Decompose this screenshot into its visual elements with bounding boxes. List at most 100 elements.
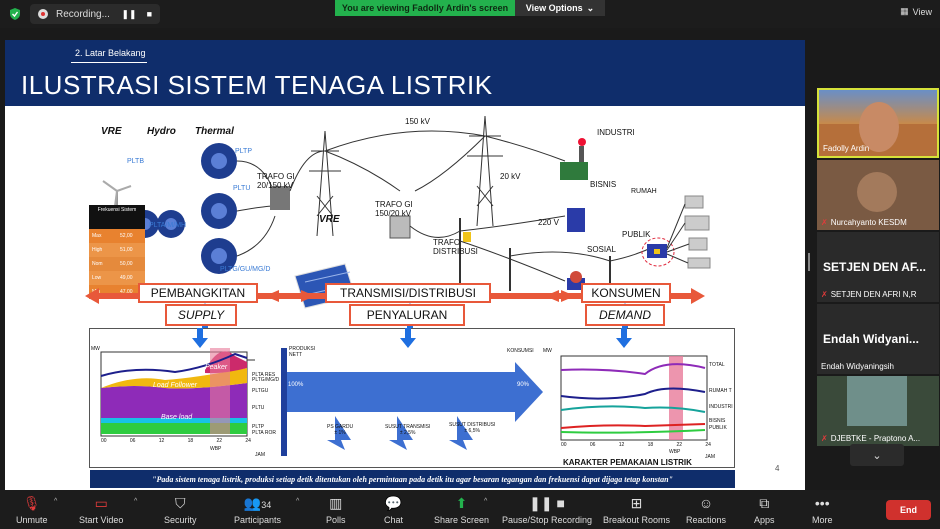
frequency-table-header: Frekuensi Sistem (89, 205, 145, 229)
transmisi-box: TRANSMISI/DISTRIBUSI (325, 283, 491, 303)
thermal-label: Thermal (195, 126, 234, 137)
top-bar: Recording... ❚❚ ■ You are viewing Fadoll… (0, 0, 940, 28)
video-tile-active-speaker[interactable]: Fadolly Ardin (817, 88, 939, 158)
legend-item: PLTGU (252, 388, 269, 394)
section-underline (71, 62, 147, 63)
chat-button[interactable]: 💬Chat (384, 493, 403, 525)
breakout-rooms-label: Breakout Rooms (603, 515, 671, 525)
breakout-rooms-icon: ⊞ (630, 495, 643, 511)
more-button[interactable]: •••More (812, 493, 833, 525)
load-chart-legend: PLTA RES PLTG/MG/D PLTGU PLTU PLTP PLTA … (252, 370, 279, 439)
view-options-label: View Options (525, 3, 583, 13)
slide-header: 2. Latar Belakang ILUSTRASI SISTEM TENAG… (5, 40, 805, 106)
view-options-button[interactable]: View Options⌄ (515, 0, 605, 16)
share-options-caret[interactable]: ^ (484, 498, 488, 505)
lower-diagram-graphics (100, 328, 708, 456)
load-follower-label: Load Follower (153, 382, 197, 389)
pause-recording-button[interactable]: ❚❚ (121, 8, 137, 19)
name-tile[interactable]: SETJEN DEN AF... ✗SETJEN DEN AFRI N,R (817, 232, 939, 302)
legend-item: PLTG/MG/D (252, 377, 280, 383)
pause-stop-icon: ❚❚ ■ (529, 495, 565, 511)
x-tick: 00 (561, 442, 567, 448)
slide-page-number: 4 (775, 464, 780, 473)
reactions-button[interactable]: ☺ Reactions (686, 493, 726, 525)
record-icon (38, 9, 48, 19)
pltp-label: PLTP (235, 148, 252, 155)
produksi-label: PRODUKSI NETT (289, 346, 316, 358)
stop-recording-button[interactable]: ■ (146, 8, 152, 19)
panel-resize-handle[interactable] (808, 253, 811, 271)
distribution-transformer-icon (463, 232, 471, 242)
video-tile[interactable]: ✗Nurcahyanto KESDM (817, 160, 939, 230)
participant-display-name: Endah Widyani... (823, 332, 919, 346)
apps-button[interactable]: ⧉Apps (754, 493, 775, 525)
office-building-icon (567, 208, 585, 232)
legend-item: PLTU (252, 405, 265, 411)
pause-stop-recording-button[interactable]: ❚❚ ■ Pause/Stop Recording (502, 493, 592, 525)
start-video-button[interactable]: ▭Start Video (79, 493, 123, 525)
bisnis-label: BISNIS (590, 180, 617, 189)
more-dots-icon: ••• (814, 495, 830, 511)
audio-options-caret[interactable]: ^ (54, 498, 58, 505)
highlight-circle (641, 237, 675, 267)
demand-chart-caption: KARAKTER PEMAKAIAN LISTRIK (563, 458, 692, 467)
viewing-banner: You are viewing Fadolly Ardin's screen (335, 0, 515, 16)
name-tile[interactable]: Endah Widyani... Endah Widyaningsih (817, 304, 939, 374)
hydro-label: Hydro (147, 126, 176, 137)
video-options-caret[interactable]: ^ (134, 498, 138, 505)
x-tick: 24 (705, 442, 711, 448)
view-label: View (912, 6, 932, 17)
view-button[interactable]: ▦View (900, 6, 932, 17)
mosque-icon (567, 271, 585, 290)
unmute-button[interactable]: 🎙Unmute (16, 493, 48, 525)
more-participants-button[interactable]: ⌄ (850, 444, 904, 466)
video-tile[interactable]: ✗DJEBTKE - Praptono A... (817, 376, 939, 446)
pct90-label: 90% (517, 382, 530, 388)
freq-label: Nom (92, 261, 103, 267)
load-chart-jam: JAM (255, 452, 265, 458)
chevron-down-icon: ⌄ (586, 2, 595, 13)
peaker-label: Peaker (205, 364, 228, 371)
legend-item: TOTAL (709, 362, 725, 368)
participant-name-row: ✗Nurcahyanto KESDM (821, 218, 907, 227)
end-meeting-button[interactable]: End (886, 500, 931, 520)
kv150-label: 150 kV (405, 117, 430, 126)
x-tick: 00 (101, 438, 107, 444)
reactions-icon: ☺ (698, 495, 714, 511)
legend-item: RUMAH T (709, 388, 732, 394)
participants-icon: 👥34 (243, 495, 272, 511)
x-tick: 18 (187, 438, 194, 444)
reactions-label: Reactions (686, 515, 727, 525)
konsumsi-label: KONSUMSI (507, 348, 534, 354)
freq-value: 52,00 (120, 233, 133, 239)
demand-box: DEMAND (585, 304, 665, 326)
shield-icon[interactable] (8, 7, 22, 21)
chat-label: Chat (384, 515, 404, 525)
microphone-muted-icon: 🎙 (22, 495, 41, 511)
pause-stop-recording-label: Pause/Stop Recording (502, 515, 593, 525)
shared-slide: 2. Latar Belakang ILUSTRASI SISTEM TENAG… (5, 40, 805, 490)
share-screen-button[interactable]: ⬆Share Screen (434, 493, 489, 525)
start-video-label: Start Video (79, 515, 124, 525)
mic-muted-icon: ✗ (821, 290, 828, 299)
load-chart-mw: MW (91, 346, 100, 352)
security-button[interactable]: ⛉Security (164, 493, 197, 525)
polls-icon: ▥ (329, 495, 343, 511)
breakout-rooms-button[interactable]: ⊞ Breakout Rooms (603, 493, 670, 525)
polls-button[interactable]: ▥Polls (326, 493, 346, 525)
x-tick: 12 (618, 442, 625, 448)
supply-box: SUPPLY (165, 304, 237, 326)
appliance-icons (684, 195, 711, 269)
pct100-label: 100% (288, 382, 304, 388)
demand-chart-legend: TOTAL RUMAH T INDUSTRI BISNIS PUBLIK (709, 362, 733, 431)
participant-name-row: ✗SETJEN DEN AFRI N,R (821, 290, 917, 299)
penyaluran-box: PENYALURAN (349, 304, 465, 326)
base-load-label: Base load (161, 414, 193, 421)
susut-distribusi-label: SUSUT DISTRIBUSI ± 6,5% (449, 422, 496, 434)
participants-options-caret[interactable]: ^ (296, 498, 300, 505)
freq-label: Low (92, 275, 102, 281)
